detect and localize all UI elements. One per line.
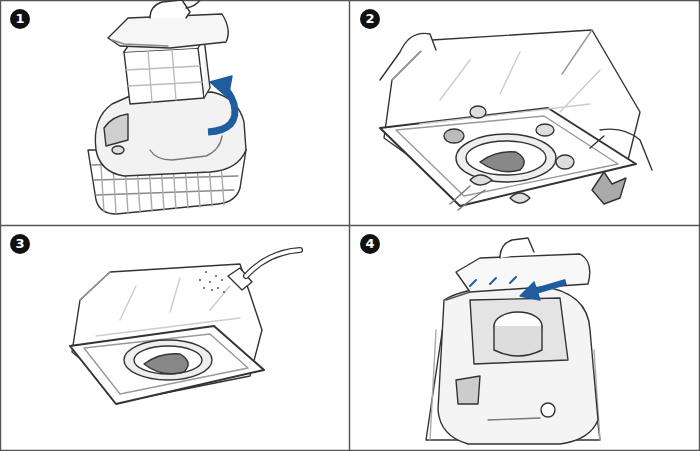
lid	[456, 254, 590, 292]
step-number: 2	[360, 9, 380, 29]
push-arrow	[520, 282, 566, 300]
hand	[590, 129, 652, 170]
robot-closing	[426, 238, 600, 444]
basket-rinsing	[70, 250, 300, 404]
rotate-arrow	[208, 76, 235, 132]
robot-open	[88, 22, 246, 214]
hand	[150, 0, 190, 18]
panel-divider	[0, 225, 700, 226]
basket-emptying	[380, 30, 652, 210]
step-number: 3	[10, 234, 30, 254]
step-number: 4	[360, 234, 380, 254]
hand	[500, 238, 534, 258]
step-number: 1	[10, 9, 30, 29]
lid	[108, 0, 228, 48]
hand	[380, 33, 436, 80]
